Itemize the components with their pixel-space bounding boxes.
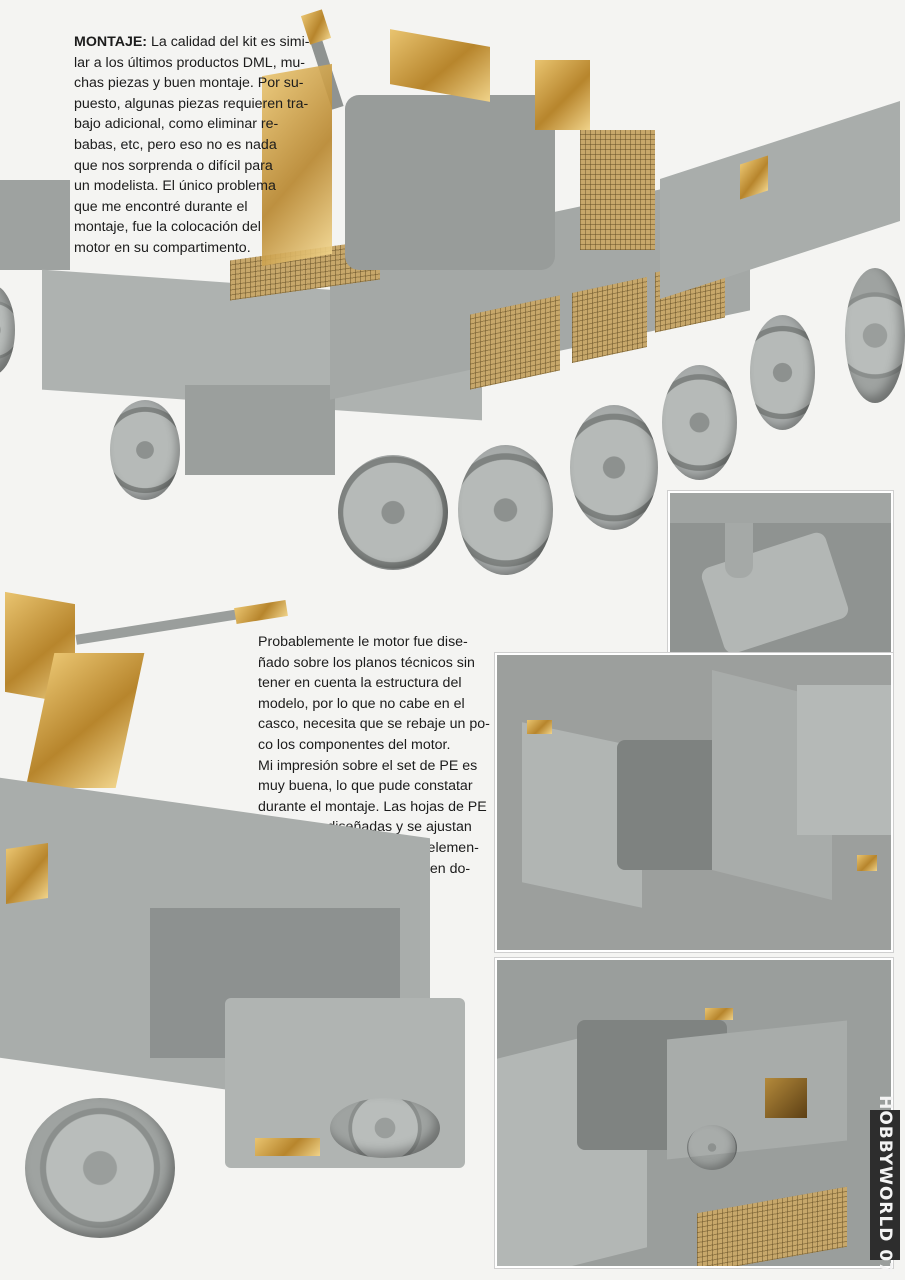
road-wheel-1 <box>338 455 448 570</box>
front-tire <box>845 268 905 403</box>
antenna-brass <box>705 1008 733 1020</box>
paragraph1-line-2: lar a los últimos productos DML, mu- <box>74 54 306 71</box>
right-tire-bottom <box>330 1098 440 1158</box>
paragraph2-line-6: co los componentes del motor. <box>258 736 451 753</box>
paragraph2-line-3: tener en cuenta la estructura del <box>258 675 462 692</box>
paragraph1-line-6: babas, etc, pero eso no es nada <box>74 136 277 153</box>
paragraph2-line-7: Mi impresión sobre el set de PE es <box>258 757 478 774</box>
paragraph2-line-9: durante el montaje. Las hojas de PE <box>258 798 487 815</box>
shield-brass-right <box>535 60 590 130</box>
main-photo-bottom <box>0 578 490 1238</box>
paragraph2-line-4: modelo, por lo que no cabe en el <box>258 695 465 712</box>
side-mesh-2 <box>572 277 647 363</box>
ammo-box-brass <box>765 1078 807 1118</box>
paragraph1-line-5: bajo adicional, como eliminar re- <box>74 116 279 133</box>
road-wheel-4 <box>662 365 737 480</box>
rear-panel <box>185 385 335 475</box>
plate-brass-bottom <box>255 1138 320 1156</box>
front-hull <box>660 101 900 299</box>
shield-brass-top <box>390 29 490 102</box>
paragraph1-line-8: un modelista. El único problema <box>74 178 276 195</box>
road-wheel-2 <box>458 445 553 575</box>
ammo-rack-mesh <box>580 130 655 250</box>
hatch-brass-bottom <box>6 843 48 904</box>
paragraph1-line-3: chas piezas y buen montaje. Por su- <box>74 75 304 92</box>
hobbyworld-logo-text: HOBBYWORLD 07 <box>875 1095 895 1275</box>
paragraph2-line-1: Probablemente le motor fue dise- <box>258 634 468 650</box>
side-shelf <box>797 685 891 835</box>
gun-mount <box>345 95 555 270</box>
cropped-vehicle-left <box>0 180 70 270</box>
muzzle-brass-bottom <box>234 600 288 624</box>
sprocket-wheel <box>750 315 815 430</box>
inset-photo-driver-compartment <box>495 958 893 1268</box>
road-wheel-3 <box>570 405 658 530</box>
paragraph1-line-9: que me encontré durante el <box>74 198 248 215</box>
paragraph1-line-10: montaje, fue la colocación del <box>74 219 261 236</box>
compartment-wall <box>670 493 891 523</box>
rear-tire-bottom <box>25 1098 175 1238</box>
pe-bracket-2 <box>857 855 877 871</box>
floor-plate-pe <box>697 1186 847 1266</box>
inset-photo-engine-detail <box>668 491 893 677</box>
paragraph-montaje: MONTAJE: La calidad del kit es simi- lar… <box>74 32 312 259</box>
paragraph1-line-11: motor en su compartimento. <box>74 239 251 256</box>
paragraph2-line-5: casco, necesita que se rebaje un po- <box>258 716 490 733</box>
paragraph1-line-7: que nos sorprenda o difícil para <box>74 157 273 174</box>
cropped-wheel-left <box>0 285 15 375</box>
paragraph1-line-4: puesto, algunas piezas requieren tra- <box>74 95 309 112</box>
paragraph2-line-2: ñado sobre los planos técnicos sin <box>258 654 475 671</box>
montaje-keyword: MONTAJE: <box>74 34 148 50</box>
pe-bracket-1 <box>527 720 552 734</box>
inset-photo-engine-compartment <box>495 653 893 952</box>
paragraph1-line-1: La calidad del kit es simi- <box>147 34 310 50</box>
rear-drive-wheel <box>110 400 180 500</box>
engine-block <box>699 530 851 656</box>
main-photo-top <box>0 0 905 590</box>
hobbyworld-logo: HOBBYWORLD 07 <box>870 1095 900 1275</box>
paragraph2-line-8: muy buena, lo que pude constatar <box>258 778 473 795</box>
steering-wheel <box>687 1125 737 1170</box>
